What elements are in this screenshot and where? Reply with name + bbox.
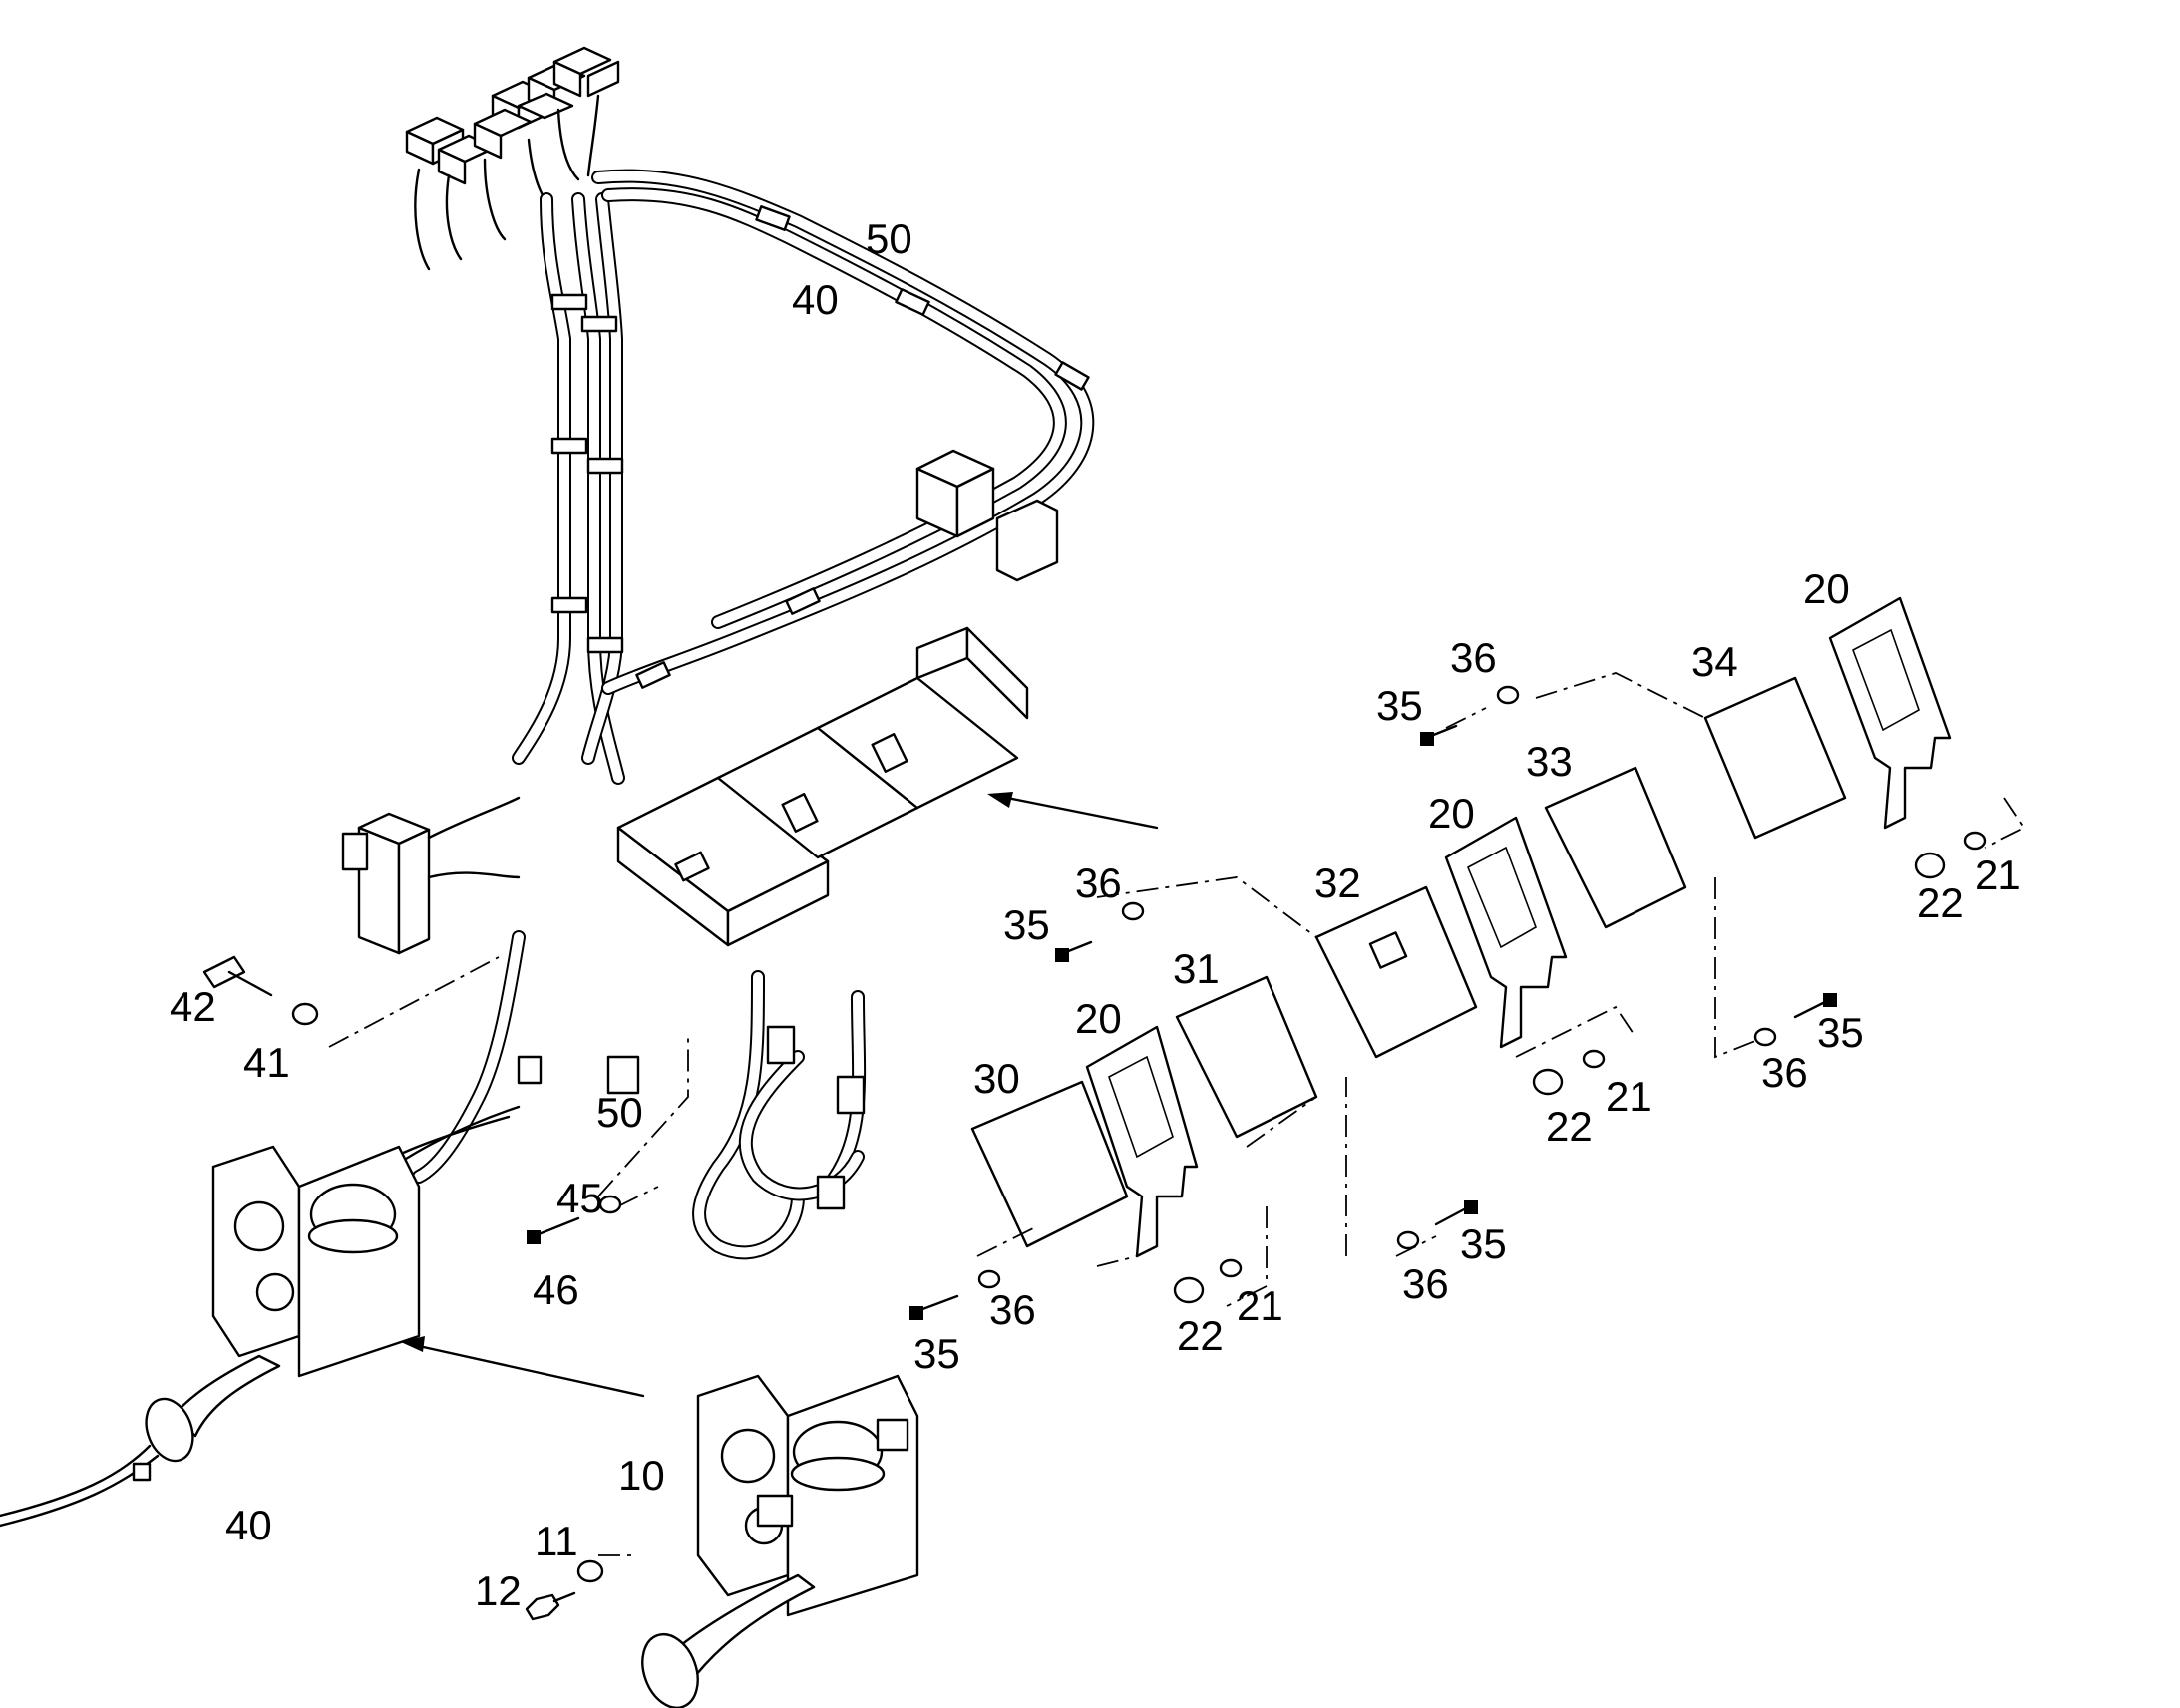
callout-36-right: 36	[1761, 1049, 1808, 1096]
callout-34: 34	[1691, 638, 1738, 685]
module-34	[1703, 676, 1847, 840]
pointer-arrowhead	[987, 792, 1013, 808]
callout-11: 11	[535, 1518, 578, 1564]
callout-numbers: 50 40 20 36 35 34 33 20 32 36 35 31 20 3…	[170, 215, 2021, 1614]
callout-42: 42	[170, 983, 216, 1030]
callout-50-lower: 50	[596, 1089, 643, 1136]
callout-50-upper: 50	[866, 215, 912, 262]
callout-35-lower-right: 35	[1460, 1220, 1507, 1267]
mounting-bracket-drawing	[970, 596, 1952, 1258]
callout-35-lower-left: 35	[913, 1330, 960, 1377]
callout-20-top: 20	[1803, 565, 1850, 612]
callout-45: 45	[556, 1175, 603, 1221]
horn-pointer-arrowhead	[401, 1336, 425, 1352]
callout-21-lower: 21	[1237, 1282, 1283, 1329]
callout-40-lower: 40	[225, 1502, 272, 1548]
callout-22-middle: 22	[1546, 1103, 1593, 1150]
bracket-20-top	[1828, 596, 1952, 830]
callout-46: 46	[533, 1266, 579, 1313]
callout-36-middle: 36	[1075, 859, 1122, 906]
harness-left-connector	[341, 796, 521, 955]
callout-10: 10	[618, 1452, 665, 1499]
callout-21-middle: 21	[1606, 1073, 1652, 1120]
callout-35-middle: 35	[1003, 901, 1050, 948]
module-33	[1544, 766, 1687, 929]
callout-33: 33	[1526, 738, 1573, 785]
harness-junction-box	[915, 449, 1059, 582]
callout-36-top: 36	[1450, 634, 1497, 681]
bolt-washer-drawing	[202, 685, 1987, 1621]
callout-41: 41	[243, 1039, 290, 1086]
callout-31: 31	[1173, 945, 1220, 992]
harness-control-modules	[616, 626, 1029, 947]
pointer-line	[1005, 796, 1159, 830]
horn-assembly-10	[641, 1374, 919, 1708]
callout-35-right: 35	[1817, 1009, 1864, 1056]
callout-22-lower: 22	[1177, 1312, 1224, 1359]
callout-40-upper: 40	[792, 276, 839, 323]
harness-clamps	[550, 205, 1090, 689]
callout-22-top: 22	[1917, 879, 1964, 926]
callout-12: 12	[475, 1567, 522, 1614]
callout-20-lower: 20	[1075, 995, 1122, 1042]
callout-36-lower-right: 36	[1402, 1260, 1449, 1307]
bracket-20-middle	[1444, 816, 1568, 1049]
callout-20-middle: 20	[1428, 790, 1475, 837]
horn-assembly-installed	[0, 1145, 421, 1528]
module-32	[1314, 885, 1478, 1059]
horn-assembly-drawing	[0, 1145, 919, 1708]
callout-36-lower-left: 36	[989, 1286, 1036, 1333]
callout-35-top: 35	[1376, 682, 1423, 729]
harness-connectors	[405, 46, 620, 271]
callout-30: 30	[973, 1055, 1020, 1102]
bracket-20-lower	[1085, 1025, 1199, 1258]
horn-pointer-line	[417, 1344, 645, 1398]
leader-lines	[328, 672, 2026, 1556]
callout-32: 32	[1314, 859, 1361, 906]
cover-30	[970, 1080, 1129, 1248]
wiring-harness-drawing	[327, 46, 1095, 1260]
callout-21-top: 21	[1975, 852, 2021, 898]
